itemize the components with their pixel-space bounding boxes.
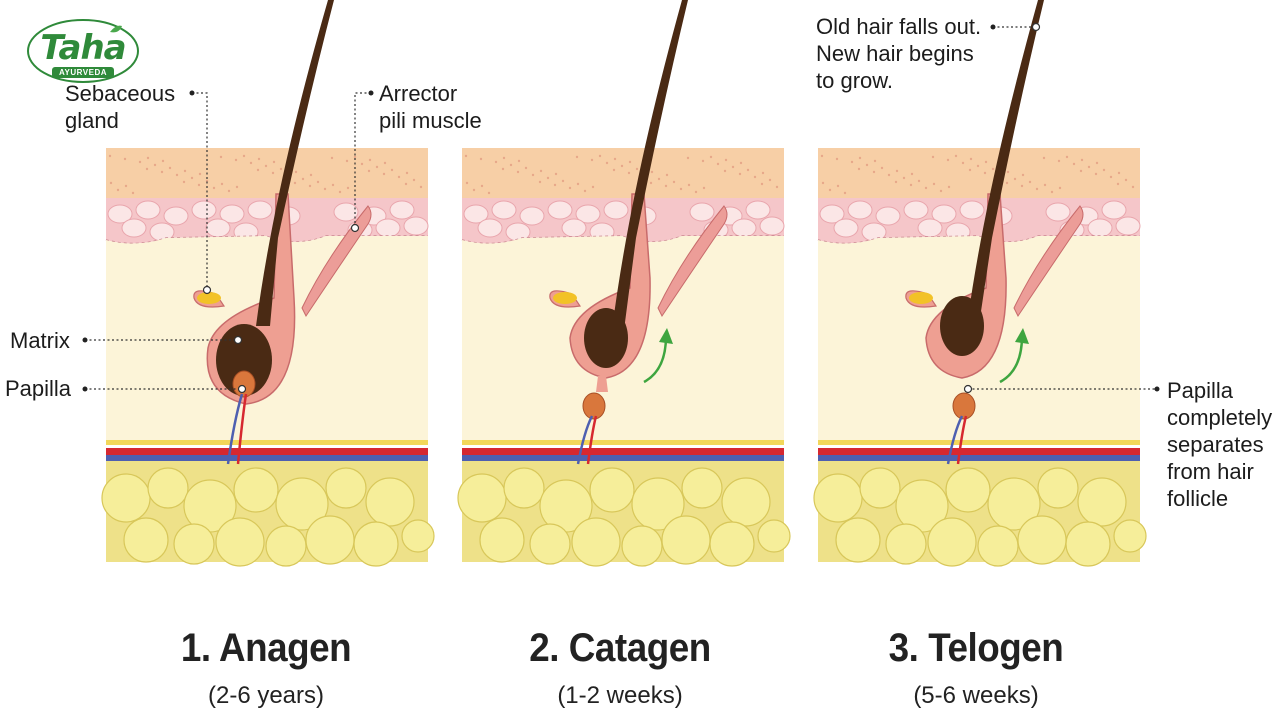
arrector-pili-muscle — [301, 205, 372, 317]
sebaceous-leader — [192, 92, 208, 290]
old-hair-label-line2: New hair begins — [816, 41, 974, 66]
epidermis-layer — [818, 148, 1140, 198]
matrix-label: Matrix — [10, 328, 70, 353]
upward-arrowhead — [659, 328, 673, 344]
papilla-artery — [956, 415, 968, 465]
papilla-separates-label: Papilla completely separates from hair f… — [1167, 377, 1272, 512]
logo-subtitle: AYURVEDA — [52, 67, 114, 78]
vein-band — [106, 455, 428, 461]
logo-oval — [27, 19, 139, 83]
artery-band — [106, 448, 428, 455]
sebaceous-gland — [909, 292, 933, 304]
papilla-separates-line5: follicle — [1167, 486, 1229, 511]
artery-band — [462, 448, 784, 455]
stage-duration-telogen: (5-6 weeks) — [913, 682, 1039, 709]
papilla-separates-line1: Papilla — [1167, 378, 1234, 403]
arrector-pili-label: Arrector pili muscle — [379, 80, 482, 134]
papilla-artery — [586, 415, 598, 465]
old-hair-label-line3: to grow. — [816, 68, 894, 93]
sebaceous-gland-label: Sebaceous gland — [65, 80, 175, 134]
epidermis-layer — [106, 148, 428, 198]
hair-shaft — [612, 0, 688, 330]
vein-band — [462, 455, 784, 461]
papilla-vein — [946, 415, 964, 465]
sebaceous-gland — [553, 292, 577, 304]
artery-band — [818, 448, 1140, 455]
epidermis-layer — [462, 148, 784, 198]
arrector-leader — [354, 92, 371, 228]
papilla-label: Papilla — [5, 376, 72, 401]
telogen-panel — [813, 0, 1147, 567]
old-hair-label: Old hair falls out. New hair begins to g… — [816, 13, 981, 94]
papilla-artery — [236, 393, 248, 465]
sebaceous-gland — [197, 292, 221, 304]
sebaceous-gland-label-line2: gland — [65, 108, 119, 133]
follicle-tail — [596, 376, 608, 392]
arrector-pili-muscle — [1013, 205, 1084, 317]
papilla-separates-line3: separates — [1167, 432, 1264, 457]
hair-bulb — [216, 324, 272, 396]
stage-duration-catagen: (1-2 weeks) — [557, 682, 683, 709]
anagen-panel — [101, 0, 435, 567]
stage-duration-anagen: (2-6 years) — [207, 682, 325, 709]
papilla-separates-line4: from hair — [1167, 459, 1254, 484]
sebaceous-gland-label-line1: Sebaceous — [65, 81, 176, 106]
hair-shaft — [256, 0, 334, 326]
stage-title-catagen: 2. Catagen — [529, 626, 711, 670]
logo-wordmark: Taha — [40, 28, 126, 68]
arrector-pili-label-line2: pili muscle — [379, 108, 482, 133]
arrector-pili-muscle — [657, 205, 728, 317]
papilla-vein — [226, 393, 244, 465]
leaf-icon — [110, 25, 122, 33]
papilla-vein — [576, 415, 594, 465]
upward-arrowhead — [1015, 328, 1029, 344]
stage-title-anagen: 1. Anagen — [180, 626, 352, 670]
taha-ayurveda-logo: Taha AYURVEDA — [26, 18, 140, 84]
vein-band — [818, 455, 1140, 461]
hair-shaft — [968, 0, 1044, 318]
arrector-pili-label-line1: Arrector — [379, 81, 458, 106]
catagen-panel — [457, 0, 791, 567]
old-hair-label-line1: Old hair falls out. — [816, 14, 982, 39]
stage-title-telogen: 3. Telogen — [888, 626, 1064, 670]
papilla-separates-line2: completely — [1167, 405, 1273, 430]
